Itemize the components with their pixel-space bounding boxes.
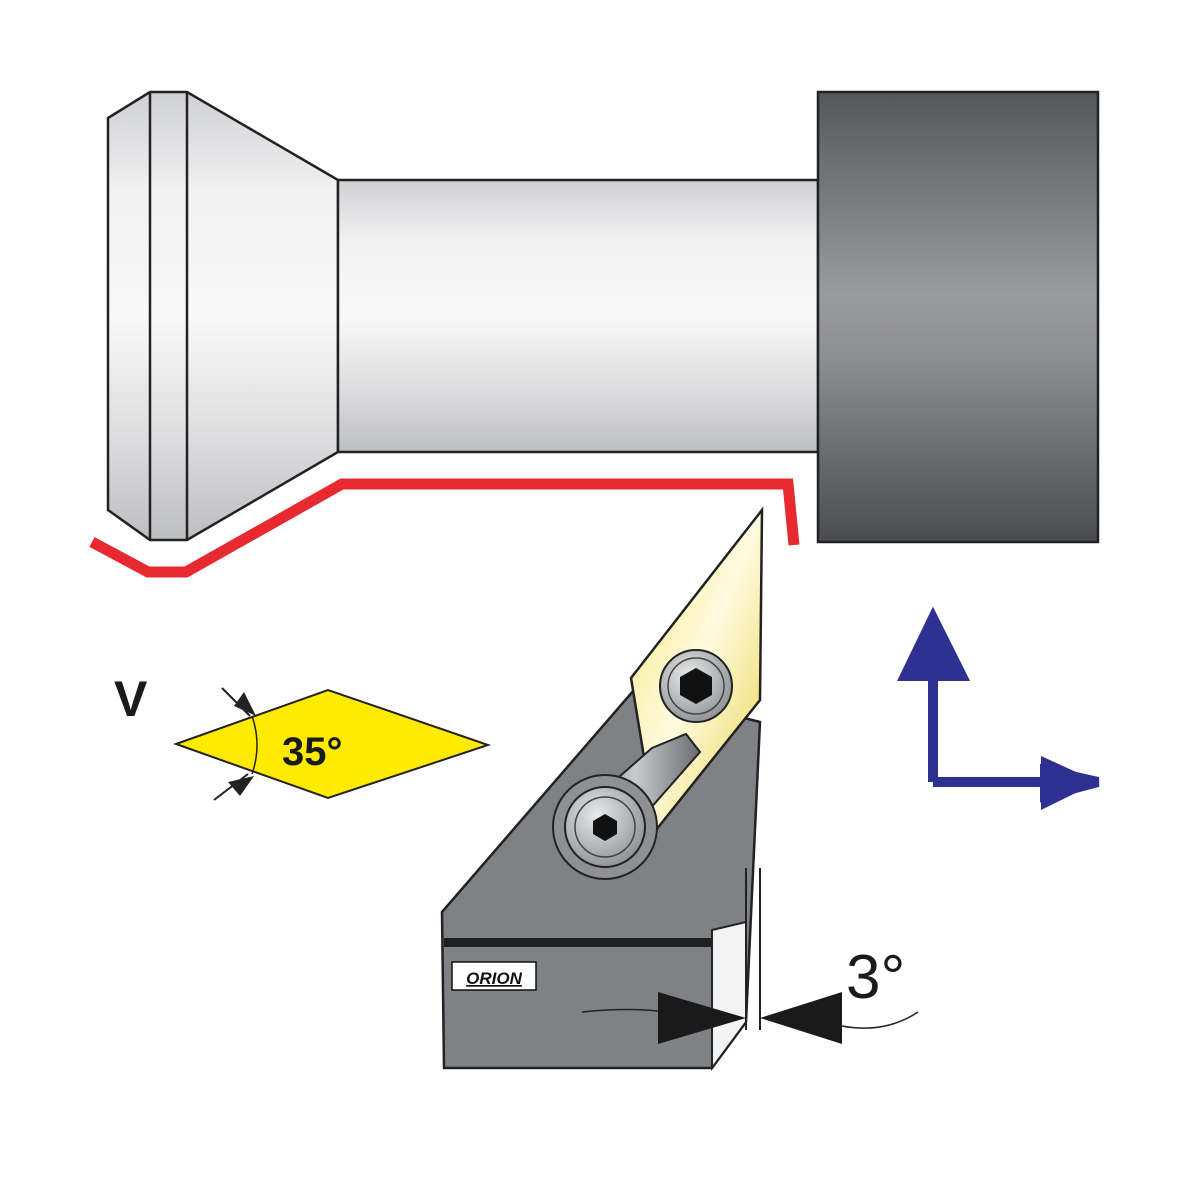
insert-shape-code: V bbox=[114, 671, 148, 727]
workpiece-front-collar bbox=[106, 90, 340, 542]
axis-arrowhead-up bbox=[904, 617, 963, 677]
hex-socket-screw-icon bbox=[593, 814, 617, 841]
holder-groove bbox=[444, 938, 712, 947]
brand-plate bbox=[451, 961, 537, 991]
clearance-arrow-icon bbox=[658, 992, 746, 1044]
insert-screw bbox=[659, 649, 733, 723]
angle-leader-line bbox=[221, 687, 251, 717]
insert-angle-label: 35° bbox=[282, 730, 343, 774]
axis-arrowhead-right bbox=[1041, 756, 1098, 810]
clearance-arc bbox=[841, 1011, 919, 1029]
clearance-angle-label: 3° bbox=[846, 943, 905, 1012]
angle-leader-line bbox=[213, 773, 249, 801]
insert-shape-rhombus bbox=[173, 688, 492, 800]
hex-socket-screw-icon bbox=[680, 668, 712, 704]
clamp-screw bbox=[552, 774, 658, 880]
chuck-block bbox=[816, 90, 1100, 544]
toolpath-line bbox=[89, 478, 800, 578]
insert-angle-arc bbox=[251, 715, 258, 775]
clearance-annotation: 3° bbox=[658, 943, 919, 1044]
brand-label: ORION bbox=[466, 969, 522, 988]
clearance-arrow-icon bbox=[760, 992, 842, 1044]
holder-clearance-face bbox=[711, 920, 747, 1072]
angle-arrow-icon bbox=[228, 776, 254, 796]
insert-shape-legend: V 35° bbox=[114, 671, 492, 801]
feed-direction-axes bbox=[897, 606, 1100, 810]
cutting-insert bbox=[552, 506, 764, 880]
workpiece-turned-diameter bbox=[336, 178, 820, 454]
workpiece bbox=[106, 90, 820, 542]
angle-arrow-icon bbox=[234, 692, 256, 716]
